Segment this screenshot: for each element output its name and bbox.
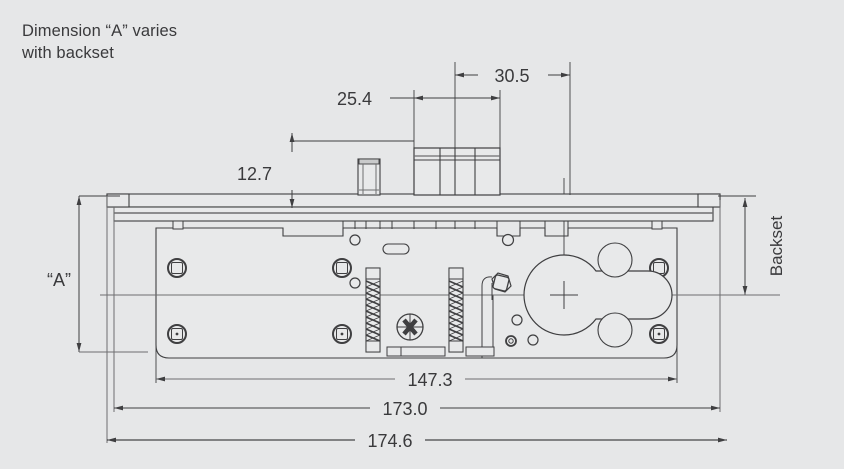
faceplate-outer-strip bbox=[106, 193, 721, 208]
lock-body-group bbox=[100, 178, 780, 359]
dimension-30-5-label: 30.5 bbox=[494, 66, 529, 86]
dimension-12-7-label: 12.7 bbox=[237, 164, 272, 184]
dimension-30-5: 30.5 bbox=[455, 66, 570, 86]
bottom-bracket-group bbox=[386, 346, 446, 357]
drawing-note: Dimension “A” varies with backset bbox=[22, 20, 177, 65]
cylinder-hole-lower bbox=[597, 312, 633, 348]
mounting-hole-bottom-left bbox=[167, 324, 187, 344]
dimension-174-6-label: 174.6 bbox=[367, 431, 412, 451]
dimension-173-0-label: 173.0 bbox=[382, 399, 427, 419]
faceplate-inner-strip bbox=[113, 206, 714, 222]
cylinder-hole-upper bbox=[597, 242, 633, 278]
note-line-1: Dimension “A” varies bbox=[22, 22, 178, 40]
faceplate-riser-left bbox=[172, 220, 184, 230]
dimension-a: “A” bbox=[47, 195, 148, 353]
deadbolt-block bbox=[413, 147, 501, 196]
dimension-backset: Backset bbox=[690, 195, 786, 296]
faceplate-riser-right bbox=[651, 220, 663, 230]
dimension-25-4: 25.4 bbox=[337, 89, 500, 109]
pilot-hole-a bbox=[349, 234, 361, 246]
pilot-hole-b bbox=[349, 277, 361, 289]
dimension-12-7: 12.7 bbox=[237, 133, 414, 208]
pilot-hole-d bbox=[511, 314, 523, 326]
slot-hole-rounded bbox=[382, 243, 410, 255]
mounting-holes-group bbox=[167, 258, 669, 344]
mounting-hole-top-right bbox=[649, 258, 669, 278]
latch-bolt bbox=[357, 158, 381, 196]
dimension-147-3: 147.3 bbox=[156, 370, 677, 390]
dimension-backset-label: Backset bbox=[767, 215, 786, 276]
mounting-hole-top-left bbox=[167, 258, 187, 278]
cylinder-cutout-group bbox=[523, 242, 673, 348]
pilot-hole-c bbox=[501, 233, 515, 247]
faceplate-group bbox=[106, 193, 721, 230]
pilot-hole-e bbox=[527, 334, 539, 346]
pilot-holes-group bbox=[349, 233, 539, 347]
dimension-173-0: 173.0 bbox=[114, 399, 720, 419]
right-bracket-tab bbox=[465, 346, 495, 357]
note-line-2: with backset bbox=[22, 44, 114, 63]
mounting-hole-bottom-mid bbox=[332, 324, 352, 344]
dimension-a-label: “A” bbox=[47, 270, 71, 290]
faceplate-end-cap-right bbox=[697, 193, 721, 208]
cross-screw-group bbox=[396, 313, 424, 341]
projecting-bolts-group bbox=[357, 147, 501, 196]
dimension-174-6: 174.6 bbox=[107, 431, 727, 451]
dimension-147-3-label: 147.3 bbox=[407, 370, 452, 390]
mounting-hole-bottom-right bbox=[649, 324, 669, 344]
cylinder-keyhole-outline bbox=[523, 254, 673, 336]
spring-left-group bbox=[365, 267, 381, 353]
spindle-hub-group bbox=[481, 272, 512, 358]
mounting-hole-top-mid bbox=[332, 258, 352, 278]
dimension-25-4-label: 25.4 bbox=[337, 89, 372, 109]
pilot-hole-threaded bbox=[505, 335, 517, 347]
spring-right-group bbox=[448, 267, 464, 353]
faceplate-slot-divisions bbox=[342, 221, 569, 229]
